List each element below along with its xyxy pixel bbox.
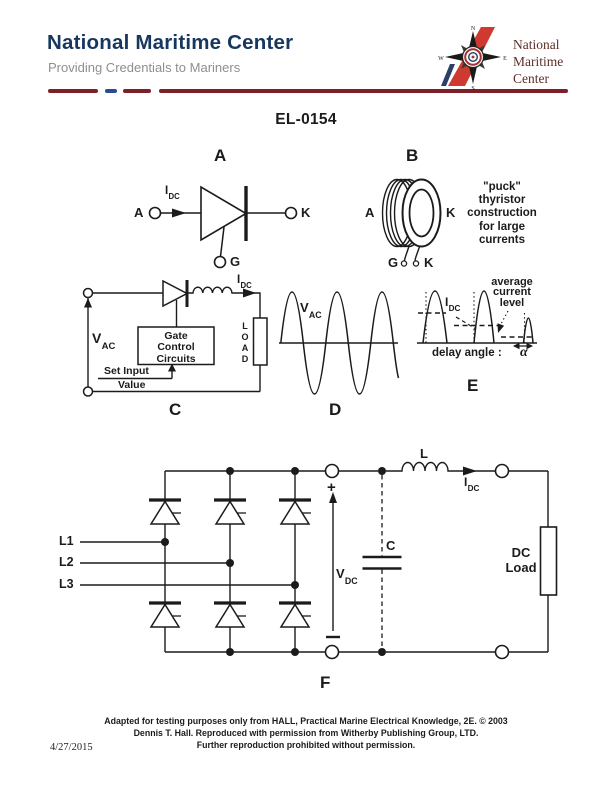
- fig-c-gate-control-circuit: [82, 279, 268, 397]
- fig-f-phase-l1-label: L1: [59, 534, 74, 548]
- fig-b-cathode-lead-label: K: [424, 255, 434, 270]
- fig-e-idc-label: IDC: [445, 295, 461, 314]
- fig-e-delay-angle-label: delay angle :: [432, 347, 502, 359]
- fig-c-vac-label: VAC: [92, 330, 116, 352]
- compass-s: S: [471, 86, 474, 90]
- junction-dots: [161, 467, 386, 656]
- logo-line: National: [513, 37, 560, 52]
- copyright-line: Further reproduction prohibited without …: [196, 739, 416, 750]
- fig-a-cathode-label: K: [301, 205, 311, 220]
- terminal-circles: [324, 463, 510, 660]
- copyright-line: Dennis T. Hall. Reproduced with permissi…: [133, 727, 479, 738]
- fig-b-label: B: [406, 146, 419, 165]
- thyristor-bottom-row: [149, 601, 311, 628]
- fig-a-thyristor-symbol: [148, 185, 298, 269]
- fig-b-caption: "puck" thyristor construction for large …: [467, 181, 537, 246]
- fig-c-gate-box-text: Gate Control Circuits: [156, 330, 196, 365]
- fig-a-gate-label: G: [230, 254, 241, 269]
- fig-e-alpha-symbol: α: [520, 345, 528, 360]
- fig-f-label: F: [320, 673, 331, 692]
- fig-c-set-input-label: Set Input: [104, 365, 149, 377]
- logo-line: Center: [513, 71, 549, 86]
- fig-e-label: E: [467, 376, 479, 395]
- logo-line: Maritime: [513, 54, 564, 69]
- divider-segment: [123, 89, 151, 93]
- fig-f-bridge-rectifier: [80, 461, 558, 660]
- fig-a-label: A: [214, 146, 227, 165]
- copyright-notice: Adapted for testing purposes only from H…: [0, 716, 612, 751]
- fig-f-inductor-label: L: [420, 446, 428, 461]
- date-stamp: 4/27/2015: [50, 742, 93, 753]
- fig-a-anode-label: A: [134, 205, 144, 220]
- page-subtitle: Providing Credentials to Mariners: [48, 60, 241, 75]
- fig-f-idc-label: IDC: [464, 475, 480, 494]
- compass-n: N: [471, 26, 476, 32]
- fig-c-load-label: L O A D: [241, 321, 249, 364]
- document-code: EL-0154: [275, 111, 337, 128]
- fig-f-dc-load-label: DC Load: [505, 545, 537, 575]
- fig-d-vac-label: VAC: [300, 300, 322, 320]
- nmc-compass-logo-icon: N S W E: [438, 26, 507, 90]
- divider-segment: [48, 89, 98, 93]
- fig-f-vdc-label: VDC: [336, 566, 358, 586]
- divider-segment: [159, 89, 568, 93]
- divider-blue-dash: [105, 89, 117, 93]
- fig-b-puck-thyristor: [381, 178, 442, 267]
- fig-f-phase-l3-label: L3: [59, 577, 74, 591]
- compass-w: W: [438, 56, 444, 62]
- compass-e: E: [503, 56, 507, 62]
- fig-e-average-current-caption: average current level: [491, 276, 533, 309]
- logo-wordmark: National Maritime Center: [513, 36, 563, 87]
- fig-c-label: C: [169, 400, 182, 419]
- fig-b-anode-label: A: [365, 205, 375, 220]
- fig-c-idc-label: IDC: [237, 274, 252, 291]
- copyright-line: Adapted for testing purposes only from H…: [104, 716, 508, 726]
- thyristor-top-row: [149, 498, 311, 525]
- fig-c-set-input-value-label: Value: [118, 379, 146, 391]
- fig-d-ac-waveform: [279, 291, 400, 395]
- fig-e-delay-angle-waveform: [417, 290, 537, 350]
- fig-a-idc-label: IDC: [165, 185, 180, 202]
- fig-b-gate-label: G: [388, 255, 399, 270]
- fig-f-phase-l2-label: L2: [59, 555, 74, 569]
- fig-f-capacitor-label: C: [386, 538, 396, 553]
- fig-d-label: D: [329, 400, 342, 419]
- page-title: National Maritime Center: [47, 31, 294, 54]
- fig-f-plus-sign: +: [327, 479, 336, 496]
- fig-b-cathode-label: K: [446, 205, 456, 220]
